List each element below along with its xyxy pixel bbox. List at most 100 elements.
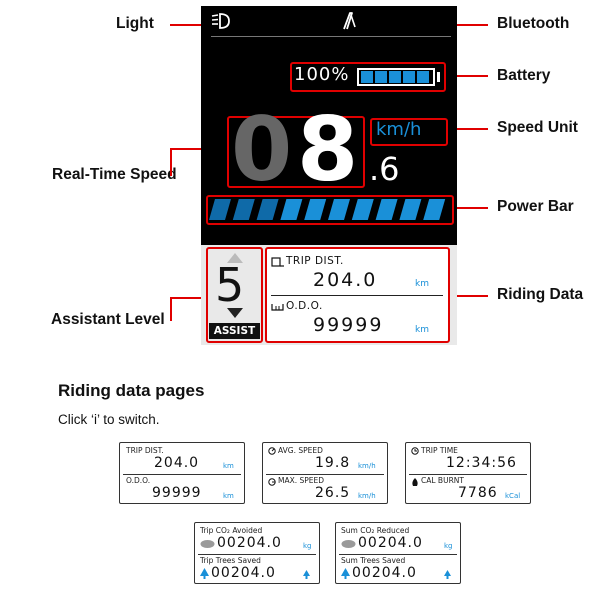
bluetooth-label: Bluetooth (497, 15, 570, 32)
tree-unit-icon (303, 570, 310, 579)
page1-divider (123, 474, 241, 475)
speed-unit-label: Speed Unit (497, 119, 578, 136)
assist-callout-hline (170, 297, 206, 299)
page5-top-label: Sum CO₂ Reduced (341, 526, 410, 535)
page2-bottom-unit: km/h (358, 492, 376, 500)
page2-top-unit: km/h (358, 462, 376, 470)
odo-icon (271, 304, 284, 311)
speed-unit-highlight (370, 118, 448, 146)
riding-data-divider (271, 295, 443, 296)
bluetooth-icon (343, 12, 356, 30)
battery-highlight (290, 62, 446, 92)
power-bar-segment (375, 199, 398, 220)
display-lower-panel: 5 ASSIST TRIP DIST. 204.0 km O.D.O. 9999… (201, 245, 457, 345)
power-bar-segment (351, 199, 374, 220)
page5-bottom-label: Sum Trees Saved (341, 556, 406, 565)
page2-divider (266, 474, 384, 475)
battery-callout-line (444, 75, 488, 77)
cloud-co2-icon (341, 540, 356, 548)
assist-down-arrow-icon[interactable] (227, 308, 243, 318)
flame-icon (412, 478, 418, 486)
page3-divider (409, 474, 527, 475)
cloud-co2-icon (200, 540, 215, 548)
light-label: Light (116, 15, 154, 32)
battery-icon (357, 68, 435, 86)
section-instruction: Click ‘i’ to switch. (58, 412, 160, 427)
speedometer-icon (268, 447, 276, 455)
odo-value: 99999 (313, 314, 384, 336)
page-card-time: TRIP TIME 12:34:56 CAL BURNT 7786 kCal (405, 442, 531, 504)
trip-icon (271, 257, 284, 267)
page4-divider (198, 554, 316, 555)
assist-callout-vline (170, 297, 172, 321)
page3-top-value: 12:34:56 (446, 455, 517, 471)
speed-callout-vline (170, 148, 172, 176)
trip-dist-label: TRIP DIST. (286, 255, 344, 267)
page2-bottom-value: 26.5 (315, 485, 351, 501)
page3-bottom-label: CAL BURNT (421, 476, 464, 485)
page1-bottom-unit: km (223, 492, 234, 500)
page4-top-unit: kg (303, 542, 312, 550)
speed-digit-tens: 0 (231, 98, 293, 201)
page4-top-label: Trip CO₂ Avoided (200, 526, 263, 535)
page5-top-unit: kg (444, 542, 453, 550)
battery-percent: 100% (294, 64, 350, 85)
speed-callout-hline (170, 148, 228, 150)
assist-badge: ASSIST (209, 323, 260, 339)
battery-segment (361, 71, 373, 83)
assistant-level-label: Assistant Level (51, 311, 165, 328)
power-bar-segment (209, 199, 231, 220)
riding-data-panel[interactable]: TRIP DIST. 204.0 km O.D.O. 99999 km (265, 247, 450, 343)
page2-top-label: AVG. SPEED (278, 446, 323, 455)
page4-bottom-label: Trip Trees Saved (200, 556, 261, 565)
page1-top-value: 204.0 (154, 455, 200, 471)
battery-segment (417, 71, 429, 83)
assist-level-value: 5 (215, 258, 245, 312)
section-title: Riding data pages (58, 381, 205, 400)
light-callout-line (170, 24, 208, 26)
page-card-trip: TRIP DIST. 204.0 km O.D.O. 99999 km (119, 442, 245, 504)
assist-up-arrow-icon[interactable] (227, 253, 243, 263)
battery-terminal (437, 72, 440, 82)
page1-top-label: TRIP DIST. (126, 446, 164, 455)
power-bar-segment (399, 199, 422, 220)
headlight-icon (211, 13, 230, 29)
power-bar-segment (232, 199, 255, 220)
page5-top-value: 00204.0 (358, 535, 423, 551)
page-card-trip-eco: Trip CO₂ Avoided 00204.0 kg Trip Trees S… (194, 522, 320, 584)
trip-dist-value: 204.0 (313, 269, 378, 291)
display-screen: 100% km/h 0 8 .6 (201, 6, 457, 245)
page1-top-unit: km (223, 462, 234, 470)
tree-unit-icon (444, 570, 451, 579)
page3-bottom-value: 7786 (458, 485, 498, 501)
page4-bottom-value: 00204.0 (211, 565, 276, 581)
battery-segment (375, 71, 387, 83)
page1-bottom-label: O.D.O. (126, 476, 151, 485)
speed-unit: km/h (376, 119, 422, 140)
real-time-speed-label: Real-Time Speed (52, 166, 177, 183)
page2-top-value: 19.8 (315, 455, 351, 471)
speed-unit-callout-line (447, 128, 488, 130)
battery-fill (361, 71, 431, 83)
page-card-sum-eco: Sum CO₂ Reduced 00204.0 kg Sum Trees Sav… (335, 522, 461, 584)
speed-highlight (227, 116, 365, 188)
tree-icon (200, 568, 209, 579)
page-card-speed: AVG. SPEED 19.8 km/h MAX. SPEED 26.5 km/… (262, 442, 388, 504)
battery-label: Battery (497, 67, 551, 84)
header-divider (211, 36, 451, 37)
power-bar-callout-line (452, 207, 488, 209)
odo-label: O.D.O. (286, 300, 323, 312)
trip-dist-unit: km (415, 279, 429, 289)
power-bar-segment (280, 199, 303, 220)
tree-icon (341, 568, 350, 579)
page4-top-value: 00204.0 (217, 535, 282, 551)
riding-data-callout-line (449, 295, 488, 297)
battery-segment (403, 71, 415, 83)
assist-highlight (206, 247, 263, 343)
page1-bottom-value: 99999 (152, 485, 202, 501)
speed-decimal: .6 (369, 150, 400, 188)
page3-top-label: TRIP TIME (421, 446, 458, 455)
odo-unit: km (415, 325, 429, 335)
power-bar-highlight (206, 195, 454, 225)
clock-icon (411, 447, 419, 455)
